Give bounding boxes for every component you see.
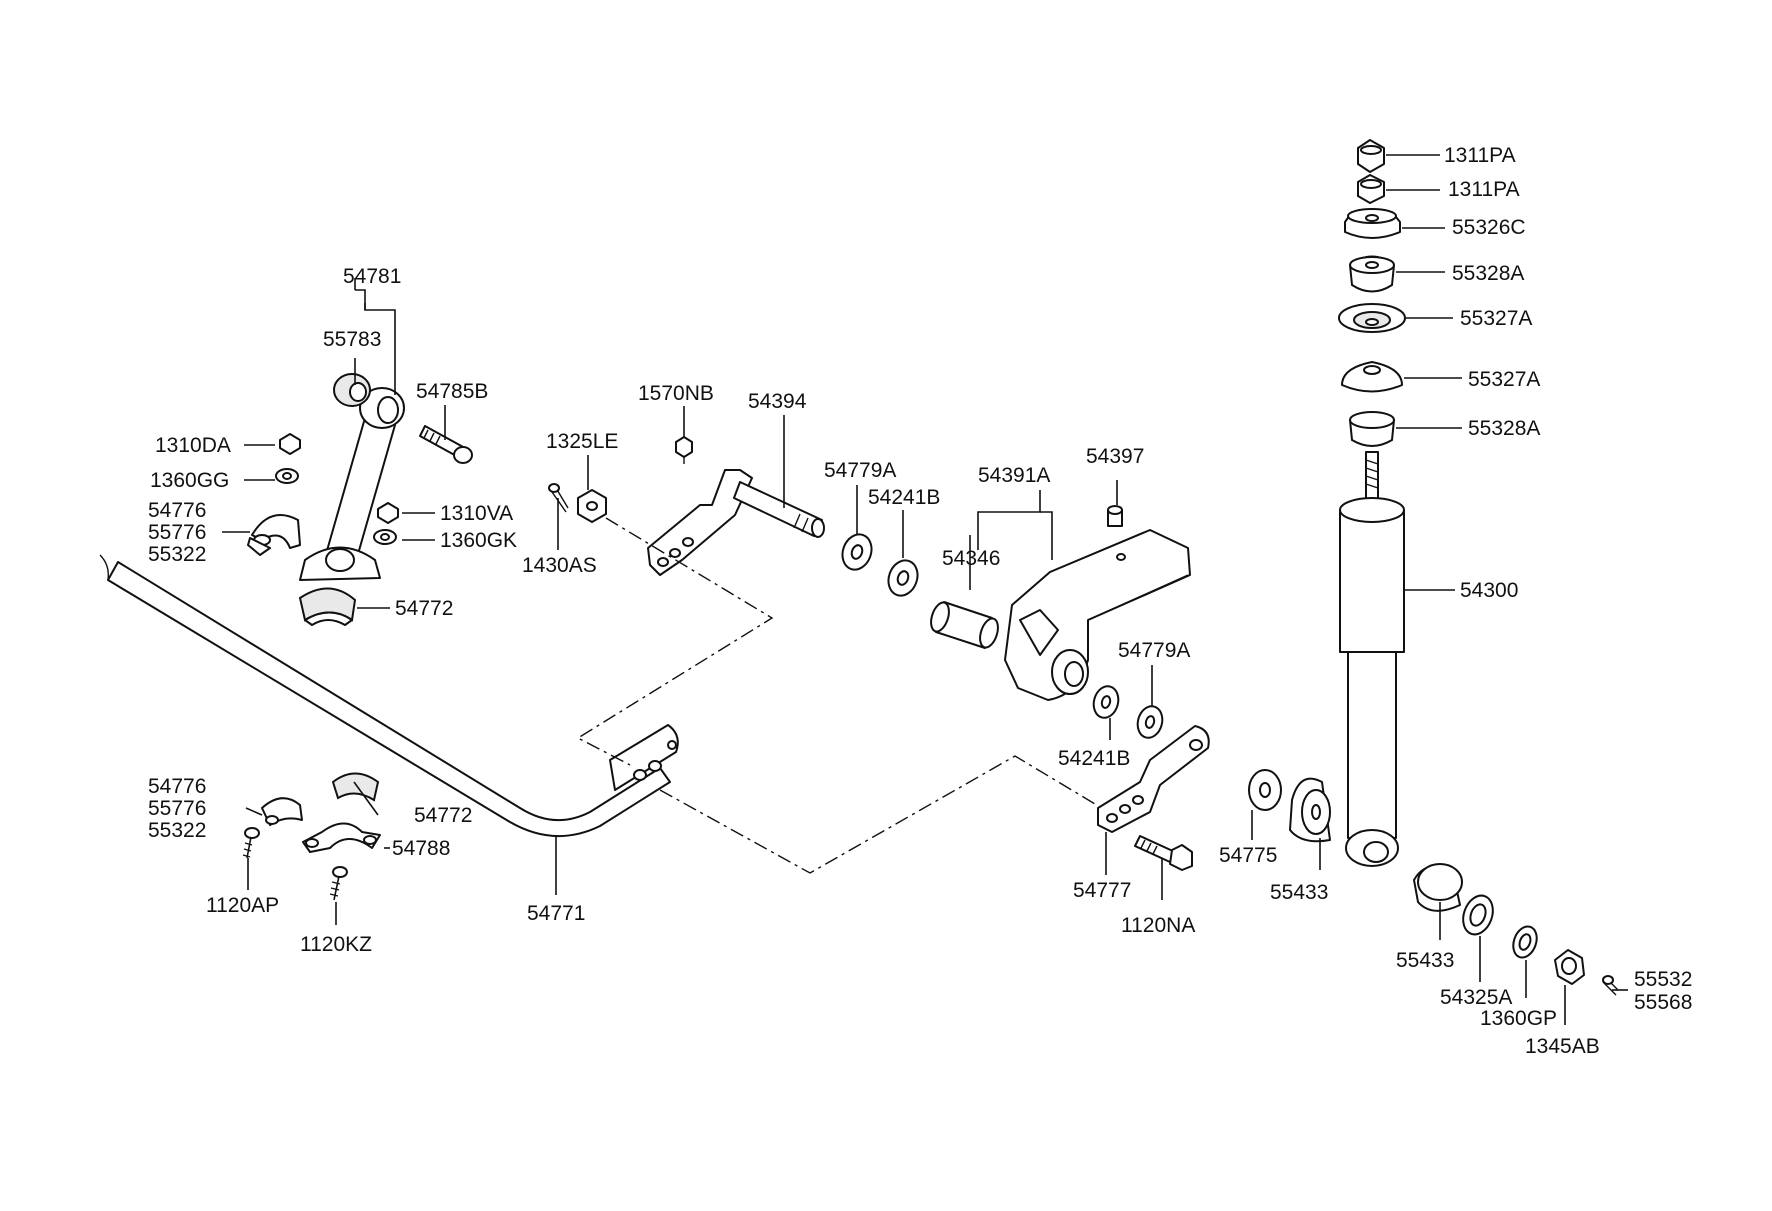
label-55328A-b: 55328A xyxy=(1468,417,1540,440)
bolt-1120KZ xyxy=(329,866,348,901)
label-1360GP: 1360GP xyxy=(1480,1007,1557,1030)
label-1120NA: 1120NA xyxy=(1121,914,1195,937)
label-1310VA: 1310VA xyxy=(440,502,513,525)
label-1120AP: 1120AP xyxy=(206,894,279,917)
label-54788: 54788 xyxy=(392,837,450,860)
label-55783: 55783 xyxy=(323,328,381,351)
label-55326C: 55326C xyxy=(1452,216,1526,239)
label-55776-a: 55776 xyxy=(148,521,206,544)
label-1360GK: 1360GK xyxy=(440,529,517,552)
cotter-pin-55532 xyxy=(1602,975,1619,996)
washer-1360GK xyxy=(373,529,397,545)
part-labels: 54781 55783 54785B 1310DA 1360GG 54776 5… xyxy=(148,144,1692,1058)
label-55433-a: 55433 xyxy=(1270,881,1328,904)
label-54776-b: 54776 xyxy=(148,775,206,798)
nut-1311PA-second xyxy=(1357,174,1385,204)
label-54775: 54775 xyxy=(1219,844,1277,867)
shaft-bracket-54394 xyxy=(647,469,825,576)
washer-54241B-lower xyxy=(1092,685,1120,719)
label-54241B-b: 54241B xyxy=(1058,747,1130,770)
bushing-55433-right xyxy=(1413,863,1463,912)
label-55776-b: 55776 xyxy=(148,797,206,820)
nut-1310VA xyxy=(377,502,399,524)
label-54781: 54781 xyxy=(343,265,401,288)
cotter-pin-1430AS xyxy=(548,483,569,513)
label-1325LE: 1325LE xyxy=(546,430,618,453)
label-54325A: 54325A xyxy=(1440,986,1512,1009)
label-1345AB: 1345AB xyxy=(1525,1035,1600,1058)
washer-54775 xyxy=(1248,769,1282,811)
washer-54779A-top xyxy=(841,533,873,571)
label-54346: 54346 xyxy=(942,547,1000,570)
clamp-54776-upper xyxy=(247,514,301,556)
bushing-55328A-top xyxy=(1349,255,1395,293)
stabilizer-link xyxy=(299,373,405,581)
arm-54391A xyxy=(1004,529,1191,701)
nut-1345AB xyxy=(1554,949,1585,985)
label-1120KZ: 1120KZ xyxy=(300,933,372,956)
retainer-55327A-lower xyxy=(1341,361,1403,393)
label-54241B-a: 54241B xyxy=(868,486,940,509)
bolt-1570NB xyxy=(675,436,693,464)
stabilizer-bar xyxy=(99,554,679,837)
label-1360GG: 1360GG xyxy=(150,469,229,492)
washer-55326C xyxy=(1344,208,1401,239)
label-1430AS: 1430AS xyxy=(522,554,597,577)
label-55327A-b: 55327A xyxy=(1468,368,1540,391)
pin-54785B xyxy=(419,425,473,464)
washer-1360GP xyxy=(1512,925,1538,959)
bushing-55433-left xyxy=(1289,777,1331,843)
clamp-54776-lower xyxy=(261,797,303,826)
washer-1360GG xyxy=(275,468,299,484)
washer-54241B-top xyxy=(887,559,919,597)
label-54779A-b: 54779A xyxy=(1118,639,1190,662)
label-55433-b: 55433 xyxy=(1396,949,1454,972)
label-55568: 55568 xyxy=(1634,991,1692,1014)
bolt-1120AP xyxy=(242,827,260,859)
label-55327A-a: 55327A xyxy=(1460,307,1532,330)
leader-lines xyxy=(222,154,1628,1025)
label-54776-a: 54776 xyxy=(148,499,206,522)
label-1311PA-b: 1311PA xyxy=(1448,178,1520,201)
label-54771: 54771 xyxy=(527,902,585,925)
label-54397: 54397 xyxy=(1086,445,1144,468)
sleeve-54346 xyxy=(930,601,999,649)
center-lines xyxy=(576,517,1096,874)
washer-54325A xyxy=(1462,894,1494,936)
bracket-54788 xyxy=(302,822,381,853)
label-55532: 55532 xyxy=(1634,968,1692,991)
bolt-1120NA xyxy=(1134,835,1193,871)
label-54772-b: 54772 xyxy=(414,804,472,827)
nut-1325LE xyxy=(577,489,607,523)
label-1311PA-a: 1311PA xyxy=(1444,144,1516,167)
label-1570NB: 1570NB xyxy=(638,382,714,405)
bushing-54772-upper xyxy=(298,587,357,626)
shock-absorber xyxy=(1339,451,1405,867)
label-55328A-a: 55328A xyxy=(1452,262,1524,285)
bushing-55328A-lower xyxy=(1349,411,1395,447)
nut-1310DA xyxy=(279,433,301,455)
label-54779A-a: 54779A xyxy=(824,459,896,482)
bushing-54772-lower xyxy=(331,772,380,802)
label-54300: 54300 xyxy=(1460,579,1518,602)
label-1310DA: 1310DA xyxy=(155,434,231,457)
label-54777: 54777 xyxy=(1073,879,1131,902)
label-54785B: 54785B xyxy=(416,380,488,403)
label-54391A: 54391A xyxy=(978,464,1050,487)
nut-1311PA-top xyxy=(1357,139,1385,173)
bracket-54777 xyxy=(1097,725,1210,833)
label-55322-a: 55322 xyxy=(148,543,206,566)
label-54772-a: 54772 xyxy=(395,597,453,620)
label-54394: 54394 xyxy=(748,390,807,413)
label-55322-b: 55322 xyxy=(148,819,206,842)
washer-54779A-lower xyxy=(1136,705,1164,739)
pin-54397 xyxy=(1107,505,1123,527)
retainer-55327A-top xyxy=(1338,303,1406,333)
